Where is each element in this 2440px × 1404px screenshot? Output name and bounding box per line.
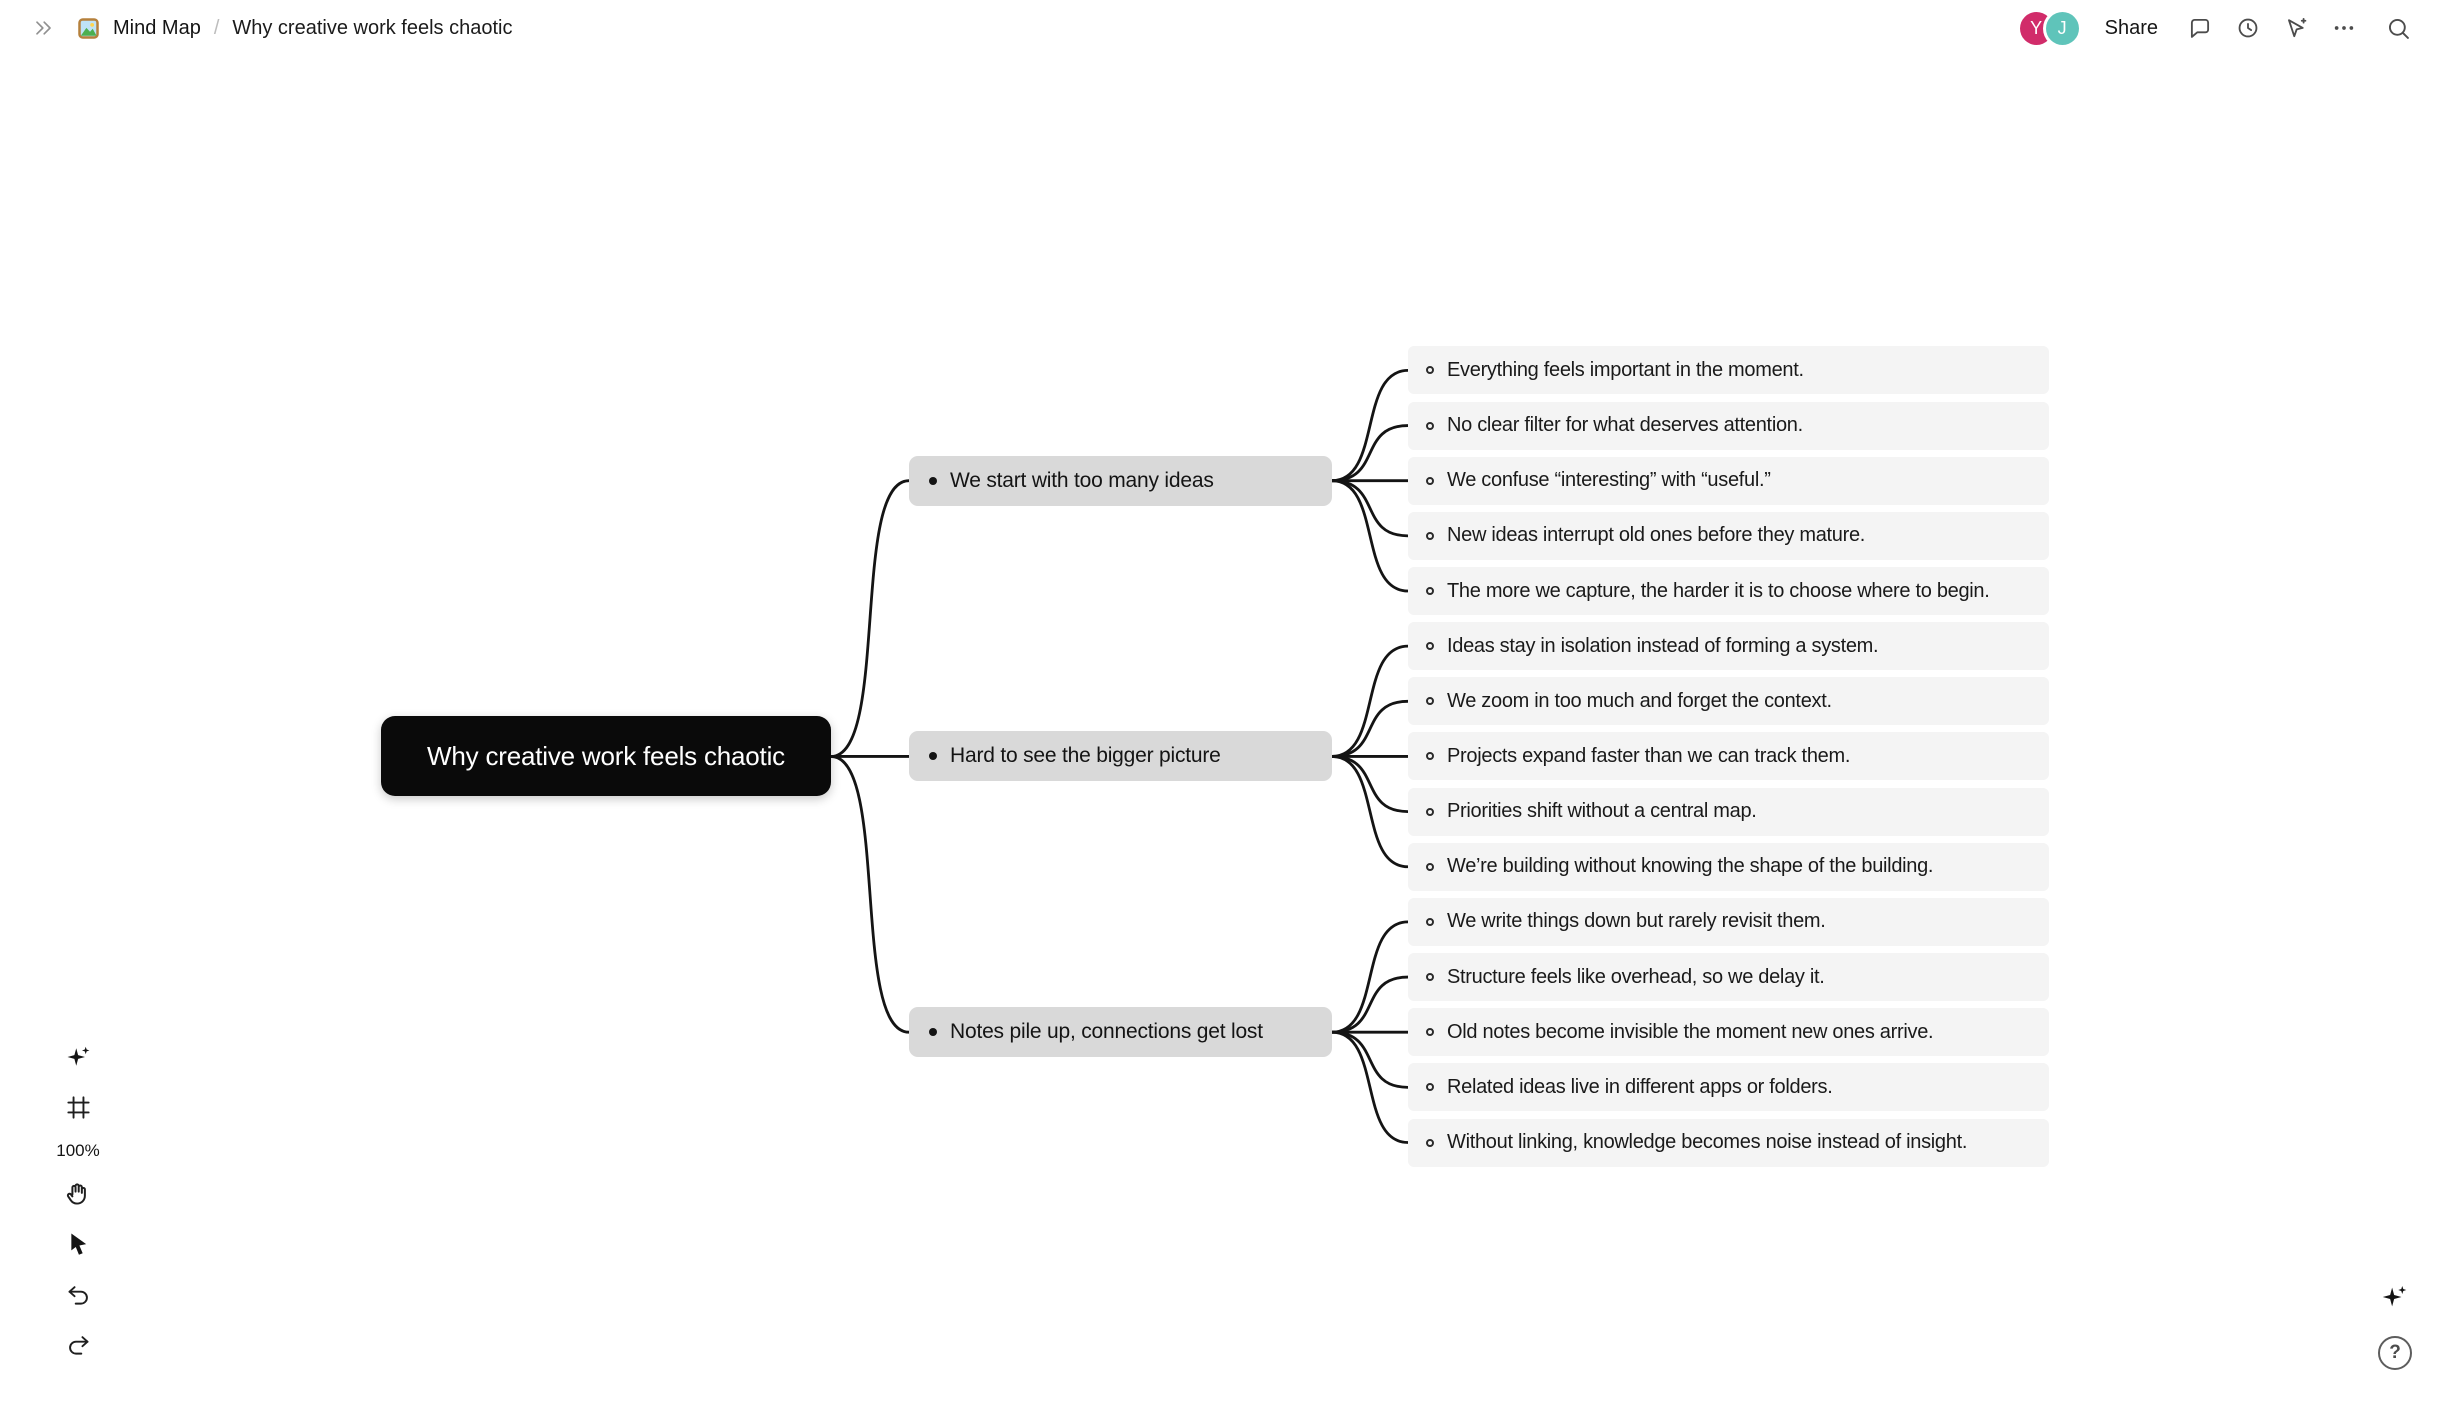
node-label: Notes pile up, connections get lost [950, 1020, 1263, 1044]
mindmap-leaf-node[interactable]: Without linking, knowledge becomes noise… [1408, 1118, 2049, 1167]
mindmap-leaf-node[interactable]: Priorities shift without a central map. [1408, 787, 2049, 836]
mindmap-branch-node[interactable]: Notes pile up, connections get lost [909, 1007, 1332, 1058]
comment-button[interactable] [2180, 8, 2220, 48]
top-bar: Mind Map / Why creative work feels chaot… [0, 0, 2440, 56]
select-cursor-icon [71, 1233, 87, 1255]
ai-assistant-button[interactable] [2377, 1280, 2411, 1314]
bullet-icon [1426, 1083, 1434, 1092]
node-label: Structure feels like overhead, so we del… [1447, 965, 1825, 988]
search-icon [2388, 18, 2409, 39]
node-label: We zoom in too much and forget the conte… [1447, 689, 1832, 712]
share-button[interactable]: Share [2104, 16, 2158, 39]
history-button[interactable] [2228, 8, 2268, 48]
bullet-icon [929, 476, 937, 485]
mindmap-leaf-node[interactable]: We zoom in too much and forget the conte… [1408, 677, 2049, 726]
node-label: Ideas stay in isolation instead of formi… [1447, 634, 1879, 657]
bullet-icon [1426, 531, 1434, 540]
breadcrumb: Mind Map / Why creative work feels chaot… [24, 8, 512, 48]
double-chevron-right-icon [36, 21, 51, 35]
bullet-icon [1426, 366, 1434, 375]
undo-button[interactable] [61, 1277, 95, 1311]
node-label: We confuse “interesting” with “useful.” [1447, 469, 1771, 492]
bullet-icon [1426, 862, 1434, 871]
topbar-actions: Y J Share [2019, 8, 2418, 48]
mindmap-root-node[interactable]: Why creative work feels chaotic [381, 716, 831, 797]
bullet-icon [1426, 1028, 1434, 1037]
bullet-icon [1426, 697, 1434, 706]
doc-emoji-icon [77, 17, 100, 40]
bullet-icon [1426, 587, 1434, 595]
bullet-icon [929, 752, 937, 761]
mindmap-leaf-node[interactable]: New ideas interrupt old ones before they… [1408, 511, 2049, 560]
mindmap-leaf-node[interactable]: Old notes become invisible the moment ne… [1408, 1008, 2049, 1057]
redo-button[interactable] [61, 1327, 95, 1361]
undo-icon [68, 1285, 88, 1305]
ai-sparkle-icon [2382, 1286, 2407, 1307]
expand-sidebar-button[interactable] [24, 8, 64, 48]
breadcrumb-doc-title[interactable]: Mind Map [113, 16, 201, 39]
node-label: We’re building without knowing the shape… [1447, 855, 1934, 878]
node-label: Priorities shift without a central map. [1447, 800, 1757, 823]
help-button[interactable]: ? [2378, 1336, 2412, 1370]
select-tool-button[interactable] [61, 1227, 95, 1261]
zoom-level[interactable]: 100% [56, 1141, 100, 1160]
node-label: Hard to see the bigger picture [950, 744, 1221, 768]
mindmap-leaf-node[interactable]: The more we capture, the harder it is to… [1408, 567, 2049, 615]
node-label: Everything feels important in the moment… [1447, 358, 1804, 381]
mindmap-leaf-node[interactable]: Structure feels like overhead, so we del… [1408, 953, 2049, 1002]
node-label: Projects expand faster than we can track… [1447, 744, 1851, 767]
comment-icon [2190, 18, 2210, 38]
frame-button[interactable] [61, 1090, 95, 1124]
mindmap-leaf-node[interactable]: We write things down but rarely revisit … [1408, 897, 2049, 946]
bullet-icon [1426, 973, 1434, 982]
bullet-icon [1426, 752, 1434, 761]
hand-icon [66, 1183, 86, 1205]
hand-tool-button[interactable] [61, 1177, 95, 1211]
bullet-icon [1426, 807, 1434, 816]
pointer-button[interactable] [2276, 8, 2316, 48]
redo-icon [68, 1335, 88, 1355]
bullet-icon [1426, 917, 1434, 926]
avatar[interactable]: J [2045, 11, 2079, 45]
mindmap-branch-node[interactable]: Hard to see the bigger picture [909, 731, 1332, 782]
mindmap-leaf-node[interactable]: Ideas stay in isolation instead of formi… [1408, 622, 2049, 671]
mindmap-leaf-node[interactable]: Related ideas live in different apps or … [1408, 1063, 2049, 1112]
collaborator-avatars: Y J [2019, 11, 2079, 45]
history-icon [2238, 18, 2258, 38]
node-label: Related ideas live in different apps or … [1447, 1075, 1833, 1098]
node-label: Without linking, knowledge becomes noise… [1447, 1131, 1968, 1153]
ai-sparkle-icon [67, 1046, 90, 1066]
node-label: The more we capture, the harder it is to… [1447, 579, 1990, 602]
more-icon [2334, 26, 2354, 30]
node-label: Why creative work feels chaotic [427, 740, 785, 771]
node-label: We write things down but rarely revisit … [1447, 910, 1826, 933]
mindmap-branch-node[interactable]: We start with too many ideas [909, 455, 1332, 506]
pointer-icon [2288, 17, 2307, 38]
bullet-icon [1426, 421, 1434, 430]
mindmap-leaf-node[interactable]: Everything feels important in the moment… [1408, 346, 2049, 395]
frame-icon [66, 1095, 90, 1119]
node-label: No clear filter for what deserves attent… [1447, 414, 1803, 437]
mindmap-leaf-node[interactable]: No clear filter for what deserves attent… [1408, 401, 2049, 450]
bullet-icon [1426, 642, 1434, 651]
search-button[interactable] [2378, 8, 2418, 48]
breadcrumb-page-title[interactable]: Why creative work feels chaotic [232, 16, 513, 39]
mindmap-leaf-node[interactable]: We’re building without knowing the shape… [1408, 842, 2049, 891]
bullet-icon [929, 1028, 937, 1037]
node-label: New ideas interrupt old ones before they… [1447, 524, 1866, 547]
mindmap-leaf-node[interactable]: Projects expand faster than we can track… [1408, 732, 2049, 781]
node-label: Old notes become invisible the moment ne… [1447, 1020, 1934, 1043]
bullet-icon [1426, 476, 1434, 485]
canvas-toolbar: 100% [52, 1040, 104, 1361]
bullet-icon [1426, 1138, 1434, 1147]
ai-button[interactable] [61, 1040, 95, 1074]
mindmap-leaf-node[interactable]: We confuse “interesting” with “useful.” [1408, 456, 2049, 505]
node-label: We start with too many ideas [950, 468, 1214, 492]
more-button[interactable] [2324, 8, 2364, 48]
breadcrumb-separator: / [213, 16, 220, 39]
